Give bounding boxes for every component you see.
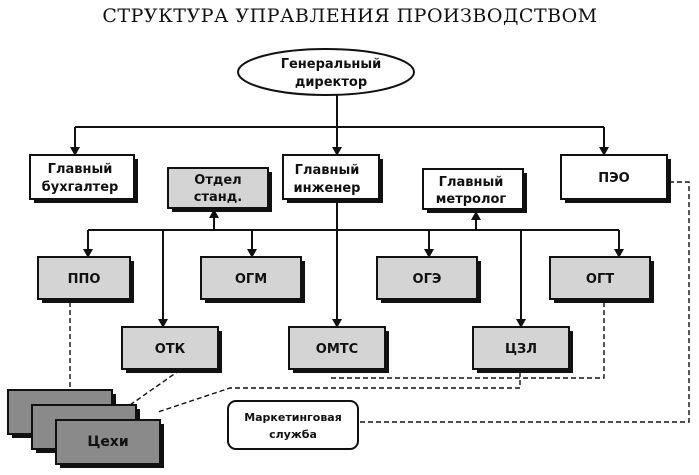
engineer-line-2: инженер bbox=[294, 181, 361, 196]
node-ogt: ОГТ bbox=[549, 256, 654, 303]
peo-label: ПЭО bbox=[598, 171, 629, 186]
diagram-title: СТРУКТУРА УПРАВЛЕНИЯ ПРОИЗВОДСТВОМ bbox=[102, 5, 597, 27]
marketing-line-2: служба bbox=[269, 428, 317, 441]
omts-label: ОМТС bbox=[316, 342, 358, 357]
node-oge: ОГЭ bbox=[376, 256, 481, 303]
director-line-1: Генеральный bbox=[281, 57, 382, 72]
standards-line-1: Отдел bbox=[194, 173, 241, 188]
workshops-label: Цехи bbox=[87, 434, 128, 450]
ogt-label: ОГТ bbox=[586, 272, 614, 287]
node-czl: ЦЗЛ bbox=[472, 326, 573, 373]
node-chief-accountant: Главный бухгалтер bbox=[29, 154, 138, 203]
node-otk: ОТК bbox=[121, 326, 222, 373]
czl-label: ЦЗЛ bbox=[505, 342, 537, 357]
dashed-peo-marketing bbox=[358, 181, 690, 423]
ppo-label: ППО bbox=[68, 272, 101, 287]
node-standards-department: Отдел станд. bbox=[167, 167, 272, 212]
node-chief-engineer: Главный инженер bbox=[282, 154, 383, 203]
node-ogm: ОГМ bbox=[200, 256, 305, 303]
node-workshops: Цехи bbox=[7, 389, 164, 468]
node-marketing-service: Маркетинговая служба bbox=[227, 400, 359, 450]
node-general-director: Генеральный директор bbox=[237, 48, 415, 96]
accountant-line-1: Главный bbox=[48, 162, 113, 177]
director-line-2: директор bbox=[295, 75, 367, 90]
node-omts: ОМТС bbox=[288, 326, 389, 373]
engineer-line-1: Главный bbox=[295, 163, 360, 178]
accountant-line-2: бухгалтер bbox=[42, 180, 119, 195]
metrologist-line-2: метролог bbox=[436, 192, 507, 207]
dashed-ogt-workshops bbox=[330, 302, 605, 379]
node-chief-metrologist: Главный метролог bbox=[422, 168, 527, 213]
ogm-label: ОГМ bbox=[235, 272, 267, 287]
oge-label: ОГЭ bbox=[413, 272, 442, 287]
metrologist-line-1: Главный bbox=[439, 175, 504, 190]
node-ppo: ППО bbox=[37, 256, 134, 303]
node-peo: ПЭО bbox=[560, 154, 671, 203]
dashed-czl-workshops bbox=[157, 372, 521, 413]
standards-line-2: станд. bbox=[194, 190, 242, 205]
dashed-otk-workshops bbox=[119, 369, 181, 413]
marketing-line-1: Маркетинговая bbox=[244, 411, 342, 424]
otk-label: ОТК bbox=[155, 342, 186, 357]
